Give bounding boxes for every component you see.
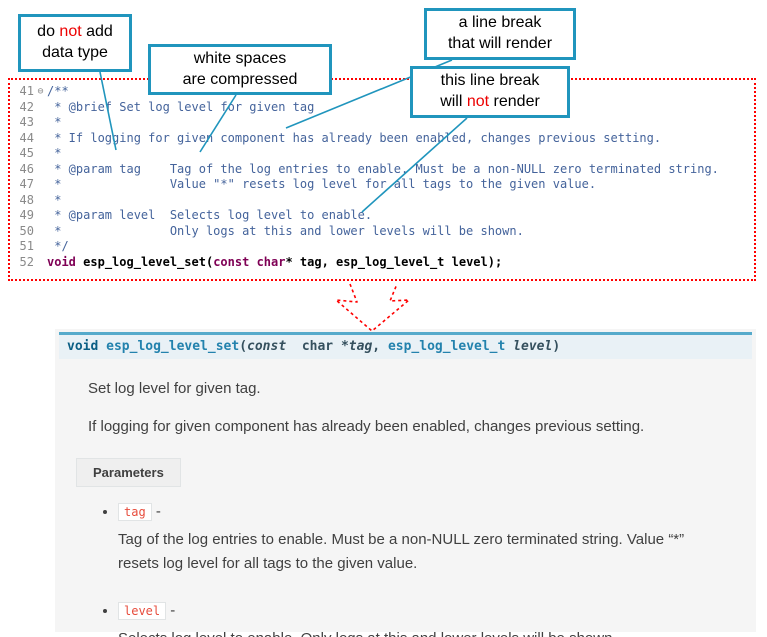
code-text: *: [47, 192, 62, 207]
signature-segment: esp_log_level_set: [106, 339, 240, 354]
code-line: 52 void esp_log_level_set(const char* tag…: [10, 255, 754, 271]
fold-gutter: [34, 255, 47, 271]
line-number: 52: [19, 254, 34, 269]
fold-gutter: [34, 131, 47, 147]
callout-line: a line break: [458, 14, 542, 32]
callout-line: are compressed: [182, 70, 298, 88]
signature-segment: ,: [372, 339, 388, 354]
code-text: */: [47, 239, 69, 253]
code-line: 43 *: [10, 115, 754, 131]
callout-line: white spaces: [193, 49, 287, 67]
doc-brief: Set log level for given tag.: [88, 380, 261, 397]
line-number: 45: [19, 146, 34, 160]
rendered-doc-panel: void esp_log_level_set(const char *tag, …: [55, 329, 756, 637]
line-number: 44: [19, 130, 34, 145]
line-number: 50: [19, 223, 34, 238]
signature-segment: char *: [286, 339, 349, 354]
fold-gutter: [34, 224, 47, 240]
fold-gutter: [34, 162, 47, 178]
signature-segment: level: [513, 339, 553, 354]
code-line: 45 *: [10, 146, 754, 162]
fold-gutter: [34, 177, 47, 193]
fold-gutter: [34, 239, 47, 255]
line-number: 51: [19, 239, 34, 253]
param-dash: -: [151, 503, 161, 520]
function-signature: void esp_log_level_set(const char *tag, …: [59, 332, 752, 359]
code-line: 50 * Only logs at this and lower levels …: [10, 224, 754, 240]
doc-detail: If logging for given component has alrea…: [88, 418, 645, 435]
parameters-label: Parameters: [76, 458, 181, 487]
code-text: *: [47, 146, 62, 160]
signature-segment: esp_log_level_t: [387, 339, 514, 354]
signature-segment: const: [247, 339, 287, 354]
callout-line: do not add: [37, 23, 113, 41]
callout-linebreak-renders: a line break that will render: [424, 8, 576, 60]
param-dash: -: [166, 602, 176, 619]
source-code-frame: 41⊖/**42 * @brief Set log level for give…: [8, 78, 756, 281]
parameter-item: tag - Tag of the log entries to enable. M…: [118, 503, 728, 576]
code-text: * Value "*" resets log level for all tag…: [47, 177, 597, 191]
callout-line: data type: [42, 44, 108, 61]
code-lines: 41⊖/**42 * @brief Set log level for give…: [10, 84, 754, 270]
signature-segment: void: [67, 339, 107, 354]
fold-marker-icon: ⊖: [37, 86, 44, 97]
code-line: 41⊖/**: [10, 84, 754, 100]
code-text: * If logging for given component has alr…: [47, 130, 662, 145]
code-line: 47 * Value "*" resets log level for all …: [10, 177, 754, 193]
code-line: 46 * @param tag Tag of the log entries t…: [10, 162, 754, 178]
line-number: 43: [19, 115, 34, 129]
param-description: Selects log level to enable. Only logs a…: [118, 627, 724, 637]
red-emphasis: not: [466, 93, 490, 110]
line-number: 48: [19, 192, 34, 207]
callout-whitespace-compressed: white spaces are compressed: [148, 44, 332, 95]
line-number: 49: [19, 208, 34, 222]
line-number: 46: [19, 161, 34, 176]
fold-gutter: [34, 115, 47, 131]
signature-segment: (: [239, 339, 248, 354]
fold-gutter: [34, 208, 47, 224]
signature-segment: ): [552, 339, 561, 354]
param-name-chip: level: [118, 602, 167, 620]
callout-no-datatype: do not add data type: [18, 14, 132, 72]
code-text: * @param level Selects log level to enab…: [47, 208, 373, 222]
param-name-chip: tag: [118, 503, 152, 521]
doc-body: Set log level for given tag. If logging …: [55, 359, 756, 637]
callout-line: this line break: [440, 72, 540, 90]
line-number: 47: [19, 177, 34, 191]
fold-gutter: [34, 100, 47, 116]
param-description: Tag of the log entries to enable. Must b…: [118, 531, 685, 572]
code-text: * @brief Set log level for given tag: [47, 99, 315, 114]
line-number: 42: [19, 99, 34, 114]
red-emphasis: not: [59, 23, 82, 41]
code-line: 51 */: [10, 239, 754, 255]
fold-gutter: [34, 193, 47, 209]
fold-gutter: [34, 146, 47, 162]
code-line: 42 * @brief Set log level for given tag: [10, 100, 754, 116]
code-line: 44 * If logging for given component has …: [10, 131, 754, 147]
code-text: * @param tag Tag of the log entries to e…: [47, 161, 719, 176]
code-text: *: [47, 115, 62, 129]
code-text: /**: [47, 84, 69, 98]
code-line: 48 *: [10, 193, 754, 209]
callout-line: that will render: [447, 35, 553, 52]
callout-line: will not render: [440, 93, 540, 110]
signature-segment: tag: [348, 339, 373, 354]
parameter-item: level - Selects log level to enable. Only…: [118, 602, 728, 637]
code-text: * Only logs at this and lower levels wil…: [47, 223, 524, 238]
code-line: 49 * @param level Selects log level to e…: [10, 208, 754, 224]
parameter-list: tag - Tag of the log entries to enable. M…: [88, 503, 728, 637]
render-arrow: [335, 283, 410, 332]
line-number: 41: [19, 84, 34, 98]
code-text: void esp_log_level_set(const char* tag, …: [47, 254, 503, 269]
callout-linebreak-not-render: this line break will not render: [410, 66, 570, 118]
